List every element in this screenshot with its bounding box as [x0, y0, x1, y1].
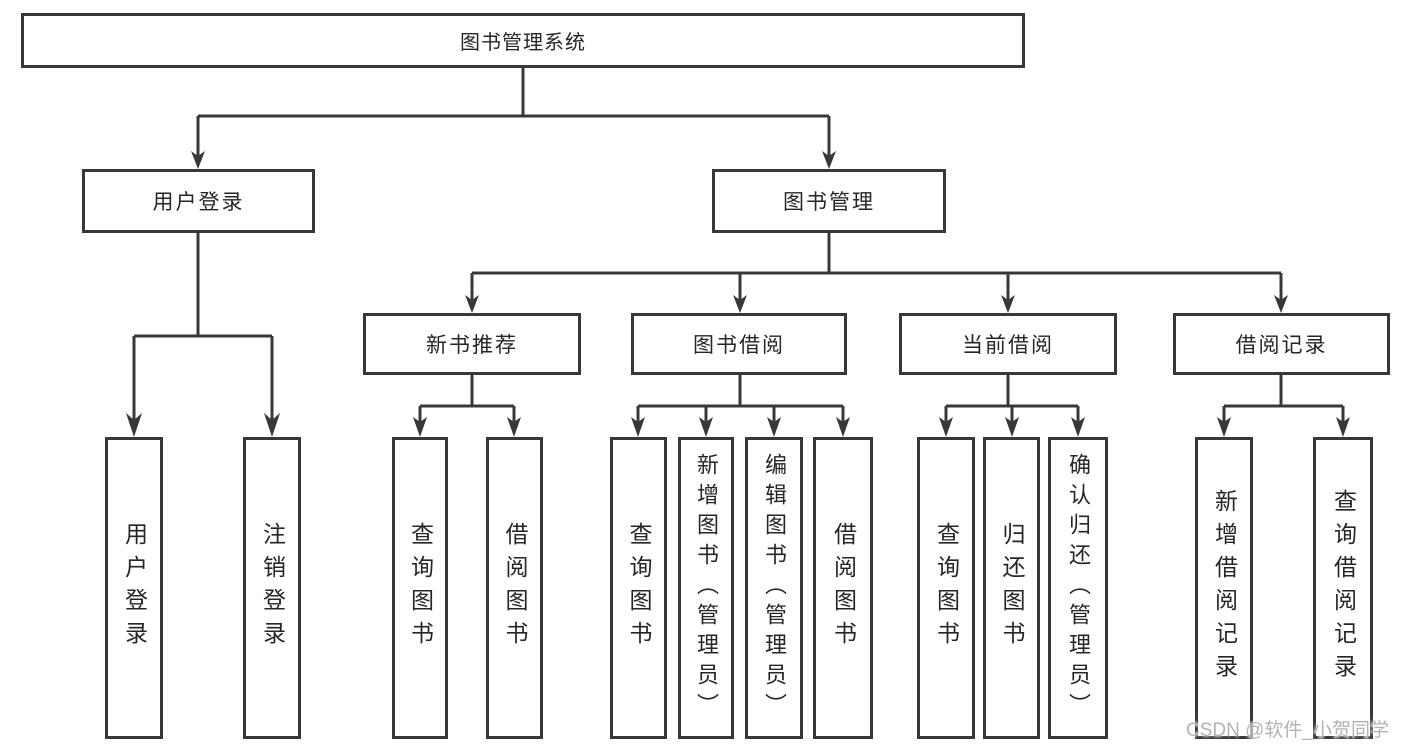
node-new-book-recommend: 新书推荐 — [363, 313, 581, 375]
leaf-query-books-borrow: 查询图书 — [610, 437, 667, 739]
leaf-borrow-books: 借阅图书 — [813, 437, 873, 739]
node-current-borrowing: 当前借阅 — [899, 313, 1117, 375]
leaf-borrow-books-recommend: 借阅图书 — [486, 437, 543, 739]
node-book-borrowing: 图书借阅 — [631, 313, 847, 375]
csdn-watermark: CSDN @软件_小贺同学 — [1186, 720, 1389, 741]
leaf-add-books-admin: 新增图书（管理员） — [678, 437, 734, 739]
node-borrow-records: 借阅记录 — [1173, 313, 1390, 375]
leaf-return-books: 归还图书 — [983, 437, 1040, 739]
leaf-query-borrow-record: 查询借阅记录 — [1313, 437, 1373, 739]
leaf-query-books-current: 查询图书 — [917, 437, 975, 739]
leaf-confirm-return-admin: 确认归还（管理员） — [1048, 437, 1108, 739]
leaf-add-borrow-record: 新增借阅记录 — [1195, 437, 1253, 739]
node-root-system: 图书管理系统 — [21, 13, 1025, 68]
leaf-user-login: 用户登录 — [105, 437, 163, 739]
leaf-query-books-recommend: 查询图书 — [392, 437, 448, 739]
node-book-management: 图书管理 — [712, 169, 946, 233]
leaf-edit-books-admin: 编辑图书（管理员） — [745, 437, 803, 739]
leaf-logout: 注销登录 — [243, 437, 301, 739]
node-user-login: 用户登录 — [82, 169, 315, 233]
